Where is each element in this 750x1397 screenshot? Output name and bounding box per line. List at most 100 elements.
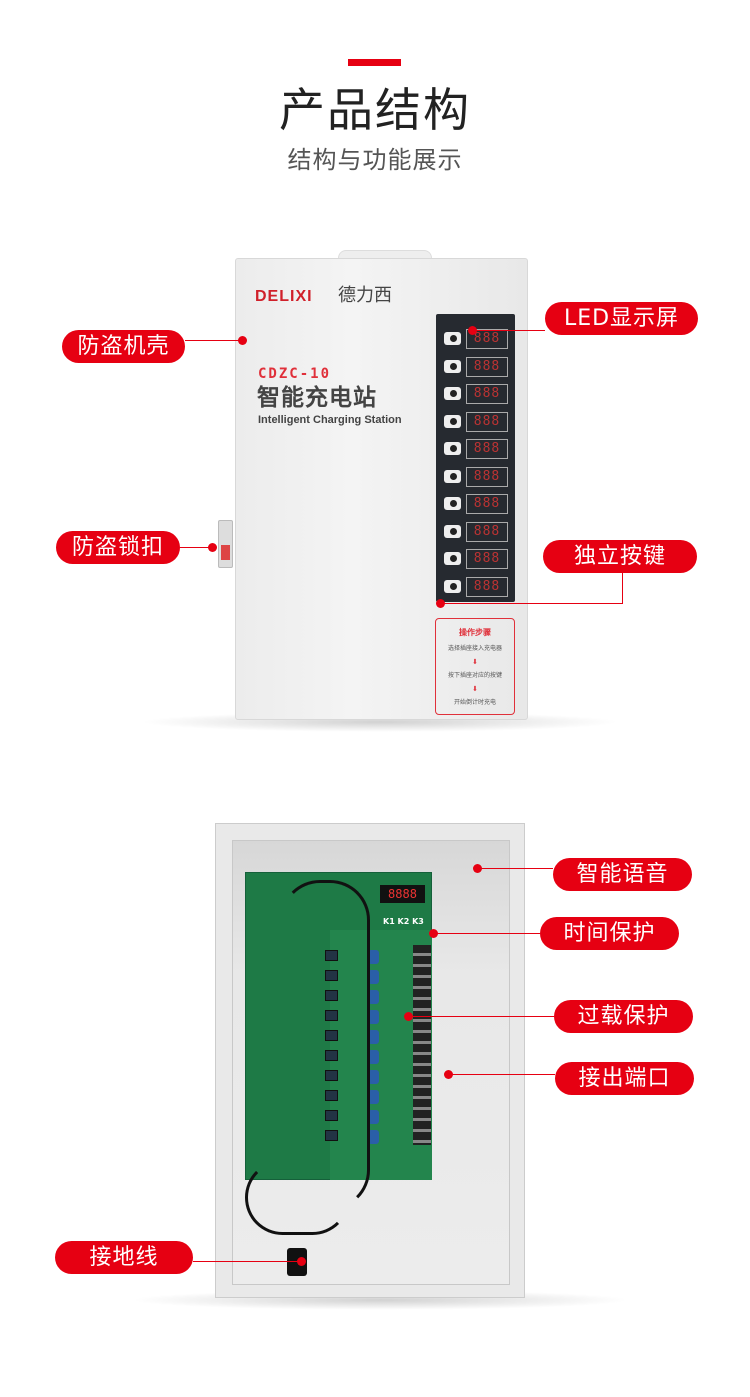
brand-logo: DELIXI — [255, 288, 313, 305]
led-display: 888 — [466, 466, 508, 487]
callout-line — [448, 1074, 555, 1075]
brand-logo-cn: 德力西 — [338, 285, 392, 306]
relay — [325, 1090, 338, 1101]
callout-line — [408, 1016, 554, 1017]
terminal-block — [413, 945, 431, 1145]
current-sensor — [368, 1090, 379, 1104]
charging-port-row: 888 — [444, 356, 508, 377]
current-sensor — [368, 950, 379, 964]
led-display: 888 — [466, 329, 508, 349]
current-sensor — [368, 990, 379, 1004]
cable — [245, 1160, 350, 1235]
charging-port-row: 888 — [444, 439, 508, 459]
charging-port-row: 888 — [444, 576, 508, 597]
current-sensor — [368, 1050, 379, 1064]
page-title: 产品结构 — [279, 83, 471, 137]
led-display: 888 — [466, 356, 508, 377]
callout-line — [193, 1261, 301, 1262]
relay — [325, 970, 338, 981]
current-sensor — [368, 1070, 379, 1084]
port-button[interactable] — [444, 497, 461, 510]
page-subtitle: 结构与功能展示 — [287, 146, 463, 174]
callout-dot — [208, 543, 217, 552]
led-display: 888 — [466, 494, 508, 514]
relay — [325, 1070, 338, 1081]
charging-port-row: 888 — [444, 411, 508, 432]
charging-port-row: 888 — [444, 466, 508, 487]
port-button[interactable] — [444, 359, 461, 373]
callout-dot — [473, 864, 482, 873]
title-accent-bar — [348, 59, 401, 66]
led-display: 888 — [466, 549, 508, 569]
callout-line — [472, 330, 545, 331]
board-keys-label: K1 K2 K3 — [383, 917, 424, 926]
callout-voice: 智能语音 — [553, 858, 692, 891]
product-name-cn: 智能充电站 — [257, 385, 377, 411]
callout-dot — [429, 929, 438, 938]
arrow-down-icon: ⬇ — [472, 685, 478, 693]
port-button[interactable] — [444, 469, 461, 483]
product-name-en: Intelligent Charging Station — [258, 414, 402, 426]
cable — [280, 880, 370, 1210]
callout-dot — [468, 326, 477, 335]
board-display: 8888 — [380, 885, 425, 903]
port-button[interactable] — [444, 414, 461, 428]
port-button[interactable] — [444, 552, 461, 565]
led-display: 888 — [466, 384, 508, 404]
callout-line — [185, 340, 242, 341]
charging-port-row: 888 — [444, 494, 508, 514]
callout-line — [477, 868, 553, 869]
callout-led: LED显示屏 — [545, 302, 698, 335]
instruction-step: 开始倒计时充电 — [453, 699, 496, 706]
callout-keys: 独立按键 — [543, 540, 697, 573]
instruction-card: 操作步骤 选择插座接入充电器 ⬇ 按下插座对应的按键 ⬇ 开始倒计时充电 — [435, 618, 515, 715]
callout-dot — [297, 1257, 306, 1266]
callout-dot — [436, 599, 445, 608]
charging-port-row: 888 — [444, 549, 508, 569]
current-sensor — [368, 1130, 379, 1144]
led-display: 888 — [466, 439, 508, 459]
charging-port-row: 888 — [444, 329, 508, 349]
relay — [325, 1010, 338, 1021]
instruction-step: 按下插座对应的按键 — [447, 672, 502, 679]
relay — [325, 1050, 338, 1061]
relay — [325, 950, 338, 961]
callout-line — [440, 603, 622, 604]
led-display: 888 — [466, 521, 508, 542]
callout-lock: 防盗锁扣 — [56, 531, 180, 564]
callout-line — [433, 933, 540, 934]
callout-dot — [444, 1070, 453, 1079]
port-button[interactable] — [444, 579, 461, 593]
model-number: CDZC-10 — [258, 366, 332, 382]
arrow-down-icon: ⬇ — [472, 658, 478, 666]
port-button[interactable] — [444, 387, 461, 400]
callout-shell: 防盗机壳 — [62, 330, 185, 363]
charging-port-row: 888 — [444, 384, 508, 404]
relay — [325, 1130, 338, 1141]
led-display-panel: 888 888 888 888 888 888 888 888 888 888 — [436, 314, 515, 602]
callout-dot — [404, 1012, 413, 1021]
callout-dot — [238, 336, 247, 345]
instruction-title: 操作步骤 — [459, 628, 491, 637]
relay — [325, 990, 338, 1001]
relay — [325, 1030, 338, 1041]
led-display: 888 — [466, 411, 508, 432]
port-button[interactable] — [444, 332, 461, 345]
callout-line — [622, 573, 623, 604]
callout-ground: 接地线 — [55, 1241, 193, 1274]
anti-theft-lock — [218, 520, 233, 568]
current-sensor — [368, 970, 379, 984]
current-sensor — [368, 1110, 379, 1124]
callout-port: 接出端口 — [555, 1062, 694, 1095]
port-button[interactable] — [444, 442, 461, 455]
current-sensor — [368, 1010, 379, 1024]
relay — [325, 1110, 338, 1121]
current-sensor — [368, 1030, 379, 1044]
callout-overload: 过载保护 — [554, 1000, 693, 1033]
instruction-step: 选择插座接入充电器 — [447, 645, 502, 652]
led-display: 888 — [466, 576, 508, 597]
port-button[interactable] — [444, 524, 461, 538]
callout-time: 时间保护 — [540, 917, 679, 950]
charging-port-row: 888 — [444, 521, 508, 542]
callout-line — [180, 547, 212, 548]
